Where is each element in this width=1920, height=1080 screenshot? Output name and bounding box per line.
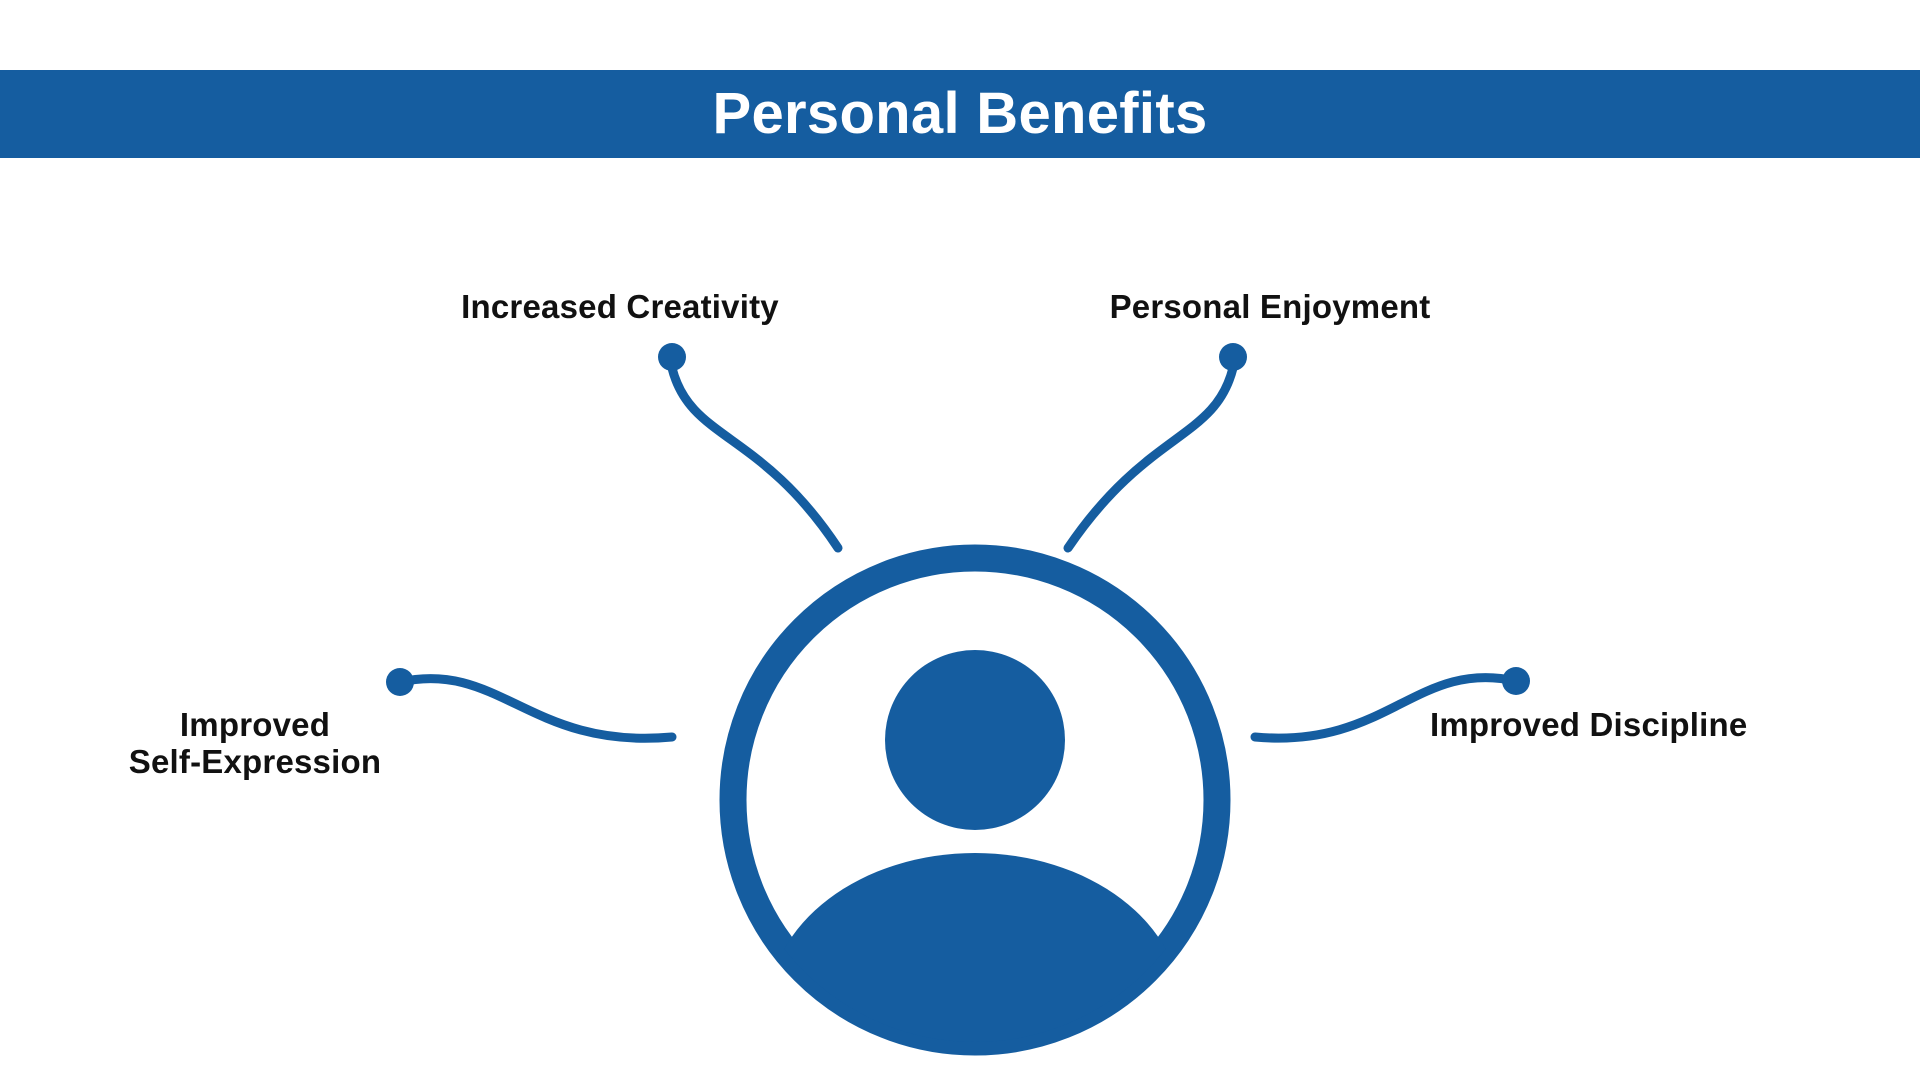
title-bar: Personal Benefits [0, 70, 1920, 158]
connector-improved-self-expression [386, 668, 677, 743]
person-avatar-icon [719, 544, 1231, 1056]
node-label-personal-enjoyment: Personal Enjoyment [1109, 288, 1431, 325]
page-title: Personal Benefits [712, 81, 1208, 146]
connector-line [1063, 363, 1238, 553]
connector-personal-enjoyment [1063, 343, 1247, 553]
node-label-increased-creativity: Increased Creativity [461, 288, 779, 325]
connector-line [1250, 673, 1521, 743]
connector-dot-improved-self-expression[interactable] [386, 668, 414, 696]
node-label-improved-discipline: Improved Discipline [1430, 706, 1748, 743]
connector-dot-improved-discipline[interactable] [1502, 667, 1530, 695]
connector-dot-increased-creativity[interactable] [658, 343, 686, 371]
node-label-improved-self-expression: Improved Self-Expression [128, 706, 382, 781]
connector-increased-creativity [658, 343, 843, 553]
avatar-body-icon [768, 853, 1182, 1042]
connector-line [667, 363, 843, 553]
avatar-head-icon [885, 650, 1065, 830]
connector-line [395, 674, 677, 743]
connector-dot-personal-enjoyment[interactable] [1219, 343, 1247, 371]
connector-improved-discipline [1250, 667, 1530, 743]
